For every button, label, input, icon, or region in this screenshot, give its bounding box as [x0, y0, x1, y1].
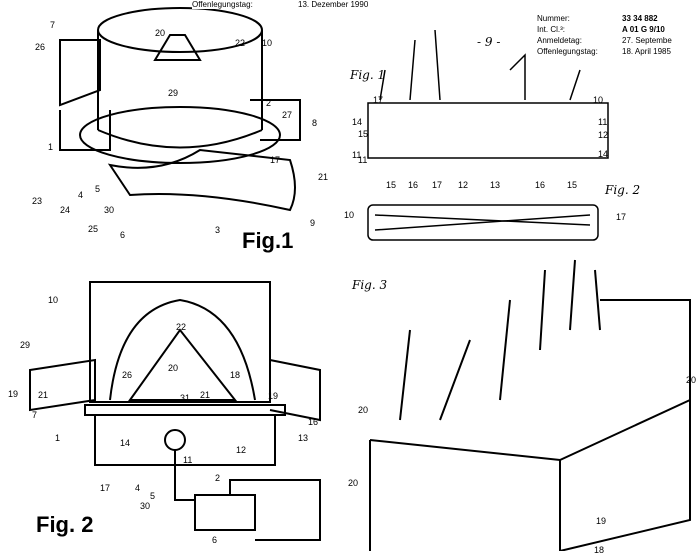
fig3-right-caption: Fig. 3	[352, 278, 388, 292]
reference-numeral: 20	[358, 405, 369, 415]
reference-numeral: 22	[176, 322, 187, 332]
fig1-right-caption: Fig. 1	[350, 68, 386, 82]
meta-value-2: A 01 G 9/10	[622, 25, 665, 34]
reference-numeral: 4	[78, 190, 84, 200]
reference-numeral: 17	[373, 95, 384, 105]
fig1-left-caption: Fig.1	[242, 228, 294, 253]
right-fig3-planter-box	[369, 259, 691, 551]
reference-numeral: 25	[88, 224, 99, 234]
reference-numeral: 29	[20, 340, 31, 350]
reference-numeral: 2	[266, 98, 272, 108]
reference-numeral: 30	[140, 501, 151, 511]
reference-numeral: 6	[212, 535, 218, 545]
reference-numeral: 12	[598, 130, 609, 140]
reference-numeral: 31	[180, 393, 191, 403]
reference-numeral: 8	[312, 118, 318, 128]
reference-numeral: 10	[48, 295, 59, 305]
reference-numeral: 19	[596, 516, 607, 526]
reference-numeral: 19	[8, 389, 19, 399]
reference-numeral: 1	[55, 433, 61, 443]
reference-numeral: 20	[686, 375, 697, 385]
reference-numeral: 13	[298, 433, 309, 443]
reference-numeral: 21	[318, 172, 329, 182]
reference-numeral: 17	[270, 155, 281, 165]
reference-numeral: 11	[358, 155, 368, 165]
meta-label-3: Anmeldetag:	[537, 36, 582, 45]
reference-numeral: 21	[38, 390, 49, 400]
reference-numeral: 9	[310, 218, 316, 228]
reference-numeral: 20	[168, 363, 179, 373]
reference-numeral: 7	[32, 410, 38, 420]
reference-numeral: 15	[358, 129, 369, 139]
reference-numeral: 26	[122, 370, 133, 380]
reference-numeral: 26	[35, 42, 46, 52]
meta-value-4: 18. April 1985	[622, 47, 671, 56]
reference-numeral: 14	[120, 438, 131, 448]
right-fig1-planter	[367, 29, 609, 241]
reference-numeral: 14	[598, 149, 609, 159]
reference-numeral: 1	[48, 142, 54, 152]
reference-numeral: 30	[104, 205, 115, 215]
reference-numeral: 18	[230, 370, 241, 380]
reference-numeral: 11	[352, 150, 362, 160]
reference-numeral: 5	[150, 491, 156, 501]
reference-numeral: 3	[215, 225, 221, 235]
reference-numeral: 29	[168, 88, 179, 98]
reference-numeral: 11	[183, 455, 193, 465]
reference-numeral: 17	[432, 180, 443, 190]
reference-numeral: 18	[594, 545, 605, 555]
reference-numeral: 5	[95, 184, 101, 194]
meta-value-3: 27. Septembe	[622, 36, 672, 45]
reference-numeral: 2	[215, 473, 221, 483]
reference-numeral: 15	[567, 180, 578, 190]
reference-numeral: 11	[598, 117, 608, 127]
reference-numeral: 22	[235, 38, 246, 48]
reference-numeral: 10	[593, 95, 604, 105]
reference-numeral: 23	[32, 196, 43, 206]
reference-numeral: 10	[344, 210, 355, 220]
page-mark: - 9 -	[477, 35, 501, 49]
reference-numeral: 17	[100, 483, 111, 493]
header-left-label: Offenlegungstag:	[192, 0, 253, 9]
meta-value-1: 33 34 882	[622, 14, 658, 23]
fig2-section-drawing	[29, 281, 321, 541]
reference-numeral: 16	[535, 180, 546, 190]
reference-numeral: 10	[262, 38, 273, 48]
reference-numeral: 12	[458, 180, 469, 190]
reference-numeral: 21	[200, 390, 211, 400]
header-left-value: 13. Dezember 1990	[298, 0, 369, 9]
reference-numeral: 16	[408, 180, 419, 190]
reference-numeral: 20	[348, 478, 359, 488]
reference-numeral: 16	[308, 417, 319, 427]
fig1-appliance-drawing	[59, 7, 301, 212]
reference-numeral: 14	[352, 117, 363, 127]
reference-numeral: 7	[50, 20, 56, 30]
meta-label-1: Nummer:	[537, 14, 570, 23]
reference-numeral: 19	[268, 391, 279, 401]
reference-numeral: 17	[616, 212, 627, 222]
reference-numeral: 20	[155, 28, 166, 38]
reference-numeral: 4	[135, 483, 141, 493]
fig2-left-caption: Fig. 2	[36, 512, 94, 537]
reference-numeral: 12	[236, 445, 247, 455]
reference-numeral: 13	[490, 180, 501, 190]
reference-numeral: 27	[282, 110, 293, 120]
reference-numeral: 24	[60, 205, 71, 215]
meta-label-4: Offenlegungstag:	[537, 47, 598, 56]
fig2-right-caption: Fig. 2	[605, 183, 641, 197]
reference-numeral: 15	[386, 180, 397, 190]
meta-label-2: Int. Cl.³:	[537, 25, 566, 34]
reference-numeral: 6	[120, 230, 126, 240]
